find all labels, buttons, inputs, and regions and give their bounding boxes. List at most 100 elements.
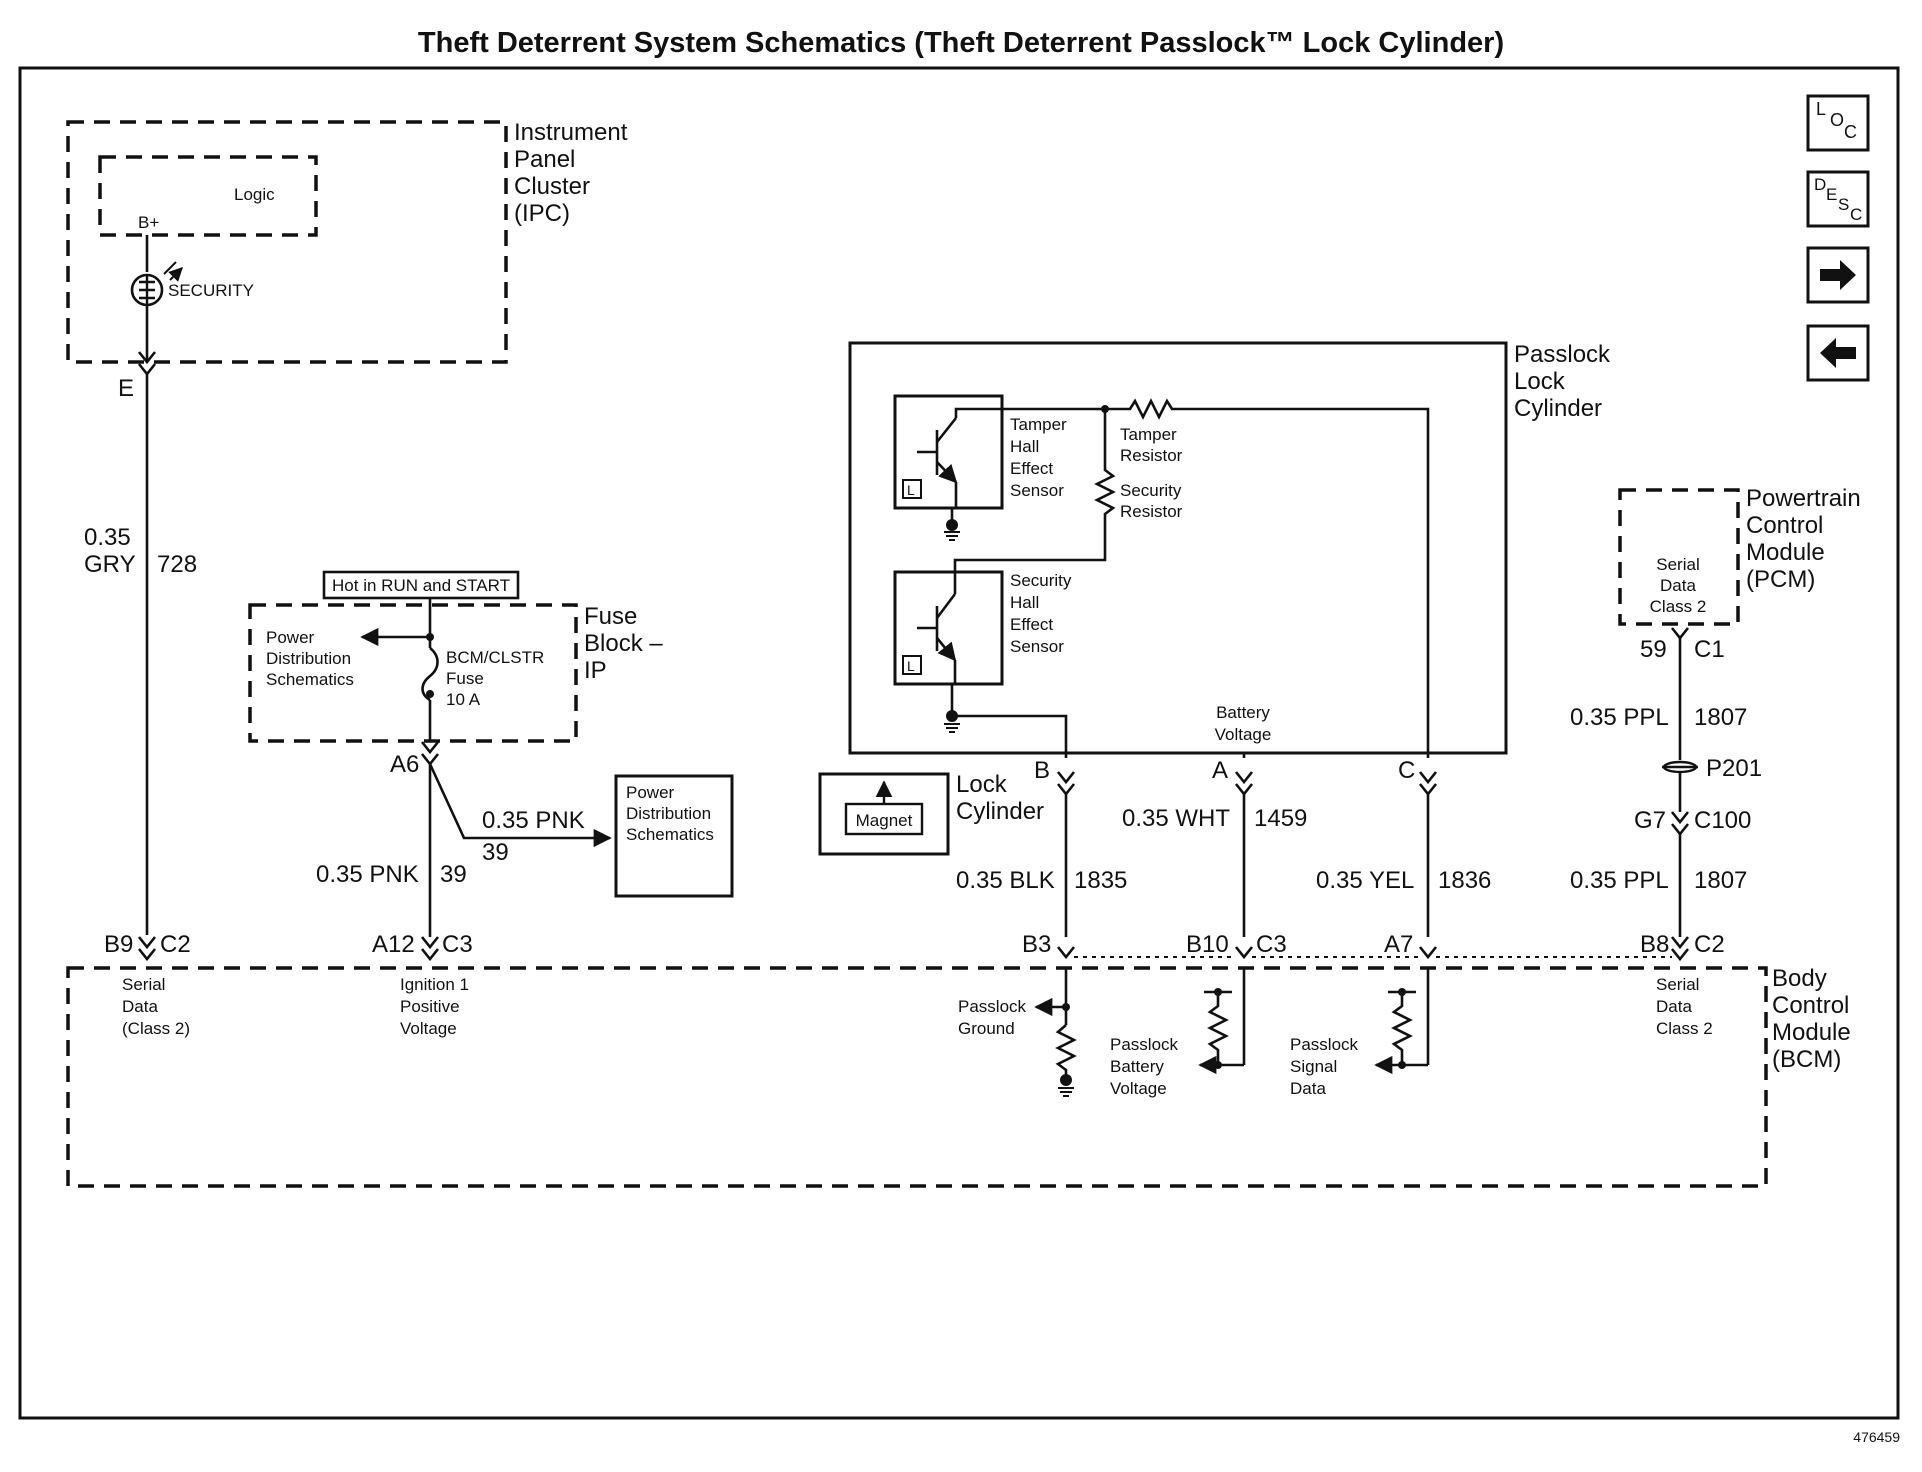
svg-text:Schematics: Schematics <box>266 670 354 689</box>
bcm-serial-data-left-label: Serial Data (Class 2) <box>122 975 190 1038</box>
wire-1835-label: 0.35 BLK <box>956 867 1055 894</box>
splice-p201-icon <box>1662 760 1698 774</box>
passlock-terminal-c: C <box>1398 757 1415 784</box>
tamper-transistor-icon <box>917 417 958 484</box>
svg-text:Data: Data <box>122 997 158 1016</box>
svg-text:Powertrain: Powertrain <box>1746 485 1861 512</box>
connector-c-icon <box>1418 771 1438 797</box>
svg-text:Serial: Serial <box>1656 975 1699 994</box>
svg-text:Resistor: Resistor <box>1120 446 1183 465</box>
svg-text:(IPC): (IPC) <box>514 200 570 227</box>
security-transistor-icon <box>917 593 957 662</box>
svg-text:Lock: Lock <box>1514 368 1566 395</box>
connector-a12-icon <box>420 936 440 962</box>
bcm-pin-b8: B8 <box>1640 931 1669 958</box>
loc-button[interactable]: L O C <box>1806 94 1870 152</box>
svg-text:Ignition 1: Ignition 1 <box>400 975 469 994</box>
connector-c100-icon <box>1670 811 1690 837</box>
wire-39-branch <box>428 763 612 848</box>
wire-1807-upper-circuit: 1807 <box>1694 704 1747 731</box>
svg-text:Security: Security <box>1010 571 1072 590</box>
svg-text:Effect: Effect <box>1010 459 1053 478</box>
wire-728-circuit: 728 <box>157 551 197 578</box>
wire-1807-lower-label: 0.35 PPL <box>1570 867 1669 894</box>
passlock-lock-cylinder-title: Passlock Lock Cylinder <box>1514 341 1611 422</box>
desc-label-e: E <box>1826 185 1837 204</box>
tamper-hall-sensor-box <box>893 394 1004 510</box>
passlock-terminal-a: A <box>1212 757 1228 784</box>
desc-label-d: D <box>1814 175 1826 194</box>
connector-b8-icon <box>1670 936 1690 962</box>
connector-b-icon <box>1056 771 1076 797</box>
svg-text:Fuse: Fuse <box>446 669 484 688</box>
svg-text:Body: Body <box>1772 965 1827 992</box>
fuse-block-pds-label: Power Distribution Schematics <box>266 628 354 689</box>
svg-text:BCM/CLSTR: BCM/CLSTR <box>446 648 544 667</box>
svg-text:Hall: Hall <box>1010 437 1039 456</box>
svg-text:Instrument: Instrument <box>514 119 628 146</box>
wire-39-branch-circuit: 39 <box>482 839 509 866</box>
svg-text:Module: Module <box>1746 539 1825 566</box>
connector-a6-icon <box>420 741 440 767</box>
tamper-l-label: L <box>907 482 915 498</box>
svg-text:Control: Control <box>1746 512 1823 539</box>
desc-label-c: C <box>1850 205 1862 224</box>
security-lamp-label: SECURITY <box>168 281 254 300</box>
security-resistor-label: Security Resistor <box>1120 481 1183 521</box>
splice-p201-label: P201 <box>1706 755 1762 782</box>
wire-39-branch-label: 0.35 PNK <box>482 807 585 834</box>
svg-text:Cylinder: Cylinder <box>956 798 1044 825</box>
svg-text:Sensor: Sensor <box>1010 481 1064 500</box>
svg-text:Effect: Effect <box>1010 615 1053 634</box>
svg-text:Distribution: Distribution <box>626 804 711 823</box>
power-distribution-box-label: Power Distribution Schematics <box>626 783 714 844</box>
bcm-pin-a12: A12 <box>372 931 415 958</box>
svg-text:Sensor: Sensor <box>1010 637 1064 656</box>
bcm-connector-c2-left: C2 <box>160 931 191 958</box>
svg-text:Signal: Signal <box>1290 1057 1337 1076</box>
svg-text:Control: Control <box>1772 992 1849 1019</box>
wire-1835-circuit: 1835 <box>1074 867 1127 894</box>
next-page-button[interactable] <box>1806 246 1870 304</box>
svg-text:Tamper: Tamper <box>1120 425 1177 444</box>
tamper-l-box <box>902 479 922 499</box>
security-l-box <box>902 655 922 675</box>
svg-text:(PCM): (PCM) <box>1746 566 1815 593</box>
bcm-serial-data-right-label: Serial Data Class 2 <box>1656 975 1713 1038</box>
svg-text:Block –: Block – <box>584 630 663 657</box>
previous-page-button[interactable] <box>1806 324 1870 382</box>
bcm-connector-c3-left: C3 <box>442 931 473 958</box>
right-arrow-icon <box>1820 260 1856 290</box>
svg-text:Passlock: Passlock <box>1290 1035 1359 1054</box>
inline-connector-c100: C100 <box>1694 807 1751 834</box>
svg-text:Passlock: Passlock <box>1110 1035 1179 1054</box>
hot-in-run-start-label: Hot in RUN and START <box>332 576 510 595</box>
fuse-block-boundary <box>248 603 578 743</box>
fuse-block-terminal-a6: A6 <box>390 751 419 778</box>
bcm-connector-c3-right: C3 <box>1256 931 1287 958</box>
ipc-bplus-label: B+ <box>138 213 159 232</box>
ipc-title: Instrument Panel Cluster (IPC) <box>514 119 628 227</box>
desc-button[interactable]: D E S C <box>1806 170 1870 228</box>
bcm-connector-c2-right: C2 <box>1694 931 1725 958</box>
svg-text:Distribution: Distribution <box>266 649 351 668</box>
bcm-ground-icon <box>1060 1074 1072 1086</box>
bcm-boundary <box>66 966 1768 1188</box>
svg-text:Passlock: Passlock <box>958 997 1027 1016</box>
svg-text:Lock: Lock <box>956 771 1008 798</box>
loc-label-c: C <box>1844 122 1857 142</box>
svg-text:Power: Power <box>626 783 675 802</box>
svg-text:Serial: Serial <box>1656 555 1699 574</box>
bcm-pin-b3: B3 <box>1022 931 1051 958</box>
svg-text:Security: Security <box>1120 481 1182 500</box>
security-resistor <box>953 409 1116 575</box>
fuse-block-title: Fuse Block – IP <box>584 603 663 684</box>
wire-1807-upper-label: 0.35 PPL <box>1570 704 1669 731</box>
security-l-label: L <box>907 658 915 674</box>
pcm-title: Powertrain Control Module (PCM) <box>1746 485 1861 593</box>
svg-text:(BCM): (BCM) <box>1772 1046 1841 1073</box>
connector-b9-icon <box>137 936 157 962</box>
passlock-terminal-b: B <box>1034 757 1050 784</box>
battery-voltage-label: Battery Voltage <box>1215 703 1272 744</box>
